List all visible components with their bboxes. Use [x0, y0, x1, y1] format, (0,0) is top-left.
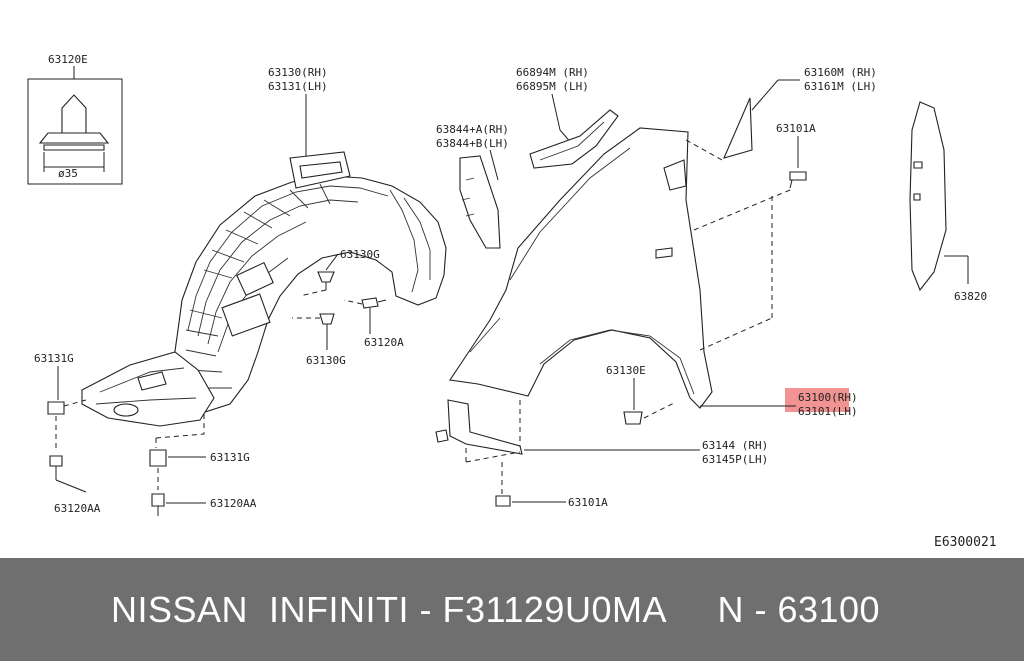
- fender-liner: 63130(RH) 63131(LH): [81, 66, 447, 427]
- label-bolt-63101a-bottom: 63101A: [568, 496, 608, 509]
- clip-63130e: 63130E: [606, 364, 677, 425]
- label-liner-rh: 63130(RH): [268, 66, 328, 79]
- label-bolt-63120aa-b: 63120AA: [210, 497, 257, 510]
- label-liner-lh: 63131(LH): [268, 80, 328, 93]
- liner-fasteners: 63130G 63130G 63120A 63131G 63120AA 6313…: [34, 248, 404, 516]
- label-seal-63820: 63820: [954, 290, 987, 303]
- fender-cover: 63160M (RH) 63161M (LH): [723, 66, 877, 159]
- clip-detail-box: 63120E ø35: [27, 53, 123, 185]
- label-cover-rh: 63160M (RH): [804, 66, 877, 79]
- label-diameter: ø35: [58, 167, 78, 180]
- label-nut-63131g-a: 63131G: [34, 352, 74, 365]
- label-bracket-lh: 63844+B(LH): [436, 137, 509, 150]
- label-stay-lh: 63145P(LH): [702, 453, 768, 466]
- parts-diagram: 63120E ø35 63130(RH) 63131(LH): [27, 53, 997, 550]
- label-nut-63131g-b: 63131G: [210, 451, 250, 464]
- label-fender-rh: 63100(RH): [798, 391, 858, 404]
- label-clip-63130e: 63130E: [606, 364, 646, 377]
- moulding-bracket: 66894M (RH) 66895M (LH) 63844+A(RH) 6384…: [436, 66, 619, 249]
- bolt-top: 63101A: [776, 122, 816, 189]
- label-bolt-63120aa-a: 63120AA: [54, 502, 101, 515]
- label-mould-lh: 66895M (LH): [516, 80, 589, 93]
- front-fender: [449, 127, 791, 409]
- label-screw-63120a: 63120A: [364, 336, 404, 349]
- label-bolt-63101a-top: 63101A: [776, 122, 816, 135]
- label-stay-rh: 63144 (RH): [702, 439, 768, 452]
- fender-stay: 63144 (RH) 63145P(LH): [435, 399, 768, 466]
- label-bracket-rh: 63844+A(RH): [436, 123, 509, 136]
- highlight-box: [785, 388, 849, 412]
- fender-callout: 63100(RH) 63101(LH): [700, 388, 858, 418]
- diagram-code: E6300021: [934, 535, 997, 550]
- label-clip-63130g-b: 63130G: [306, 354, 346, 367]
- footer-part-text: NISSAN INFINITI - F31129U0MA N - 63100: [111, 588, 881, 630]
- seal: 63820: [909, 101, 987, 303]
- footer-bar: NISSAN INFINITI - F31129U0MA N - 63100: [0, 558, 1024, 661]
- label-clip-box: 63120E: [48, 53, 88, 66]
- label-mould-rh: 66894M (RH): [516, 66, 589, 79]
- bolt-bottom: 63101A: [495, 462, 608, 509]
- label-fender-lh: 63101(LH): [798, 405, 858, 418]
- label-cover-lh: 63161M (LH): [804, 80, 877, 93]
- label-clip-63130g-a: 63130G: [340, 248, 380, 261]
